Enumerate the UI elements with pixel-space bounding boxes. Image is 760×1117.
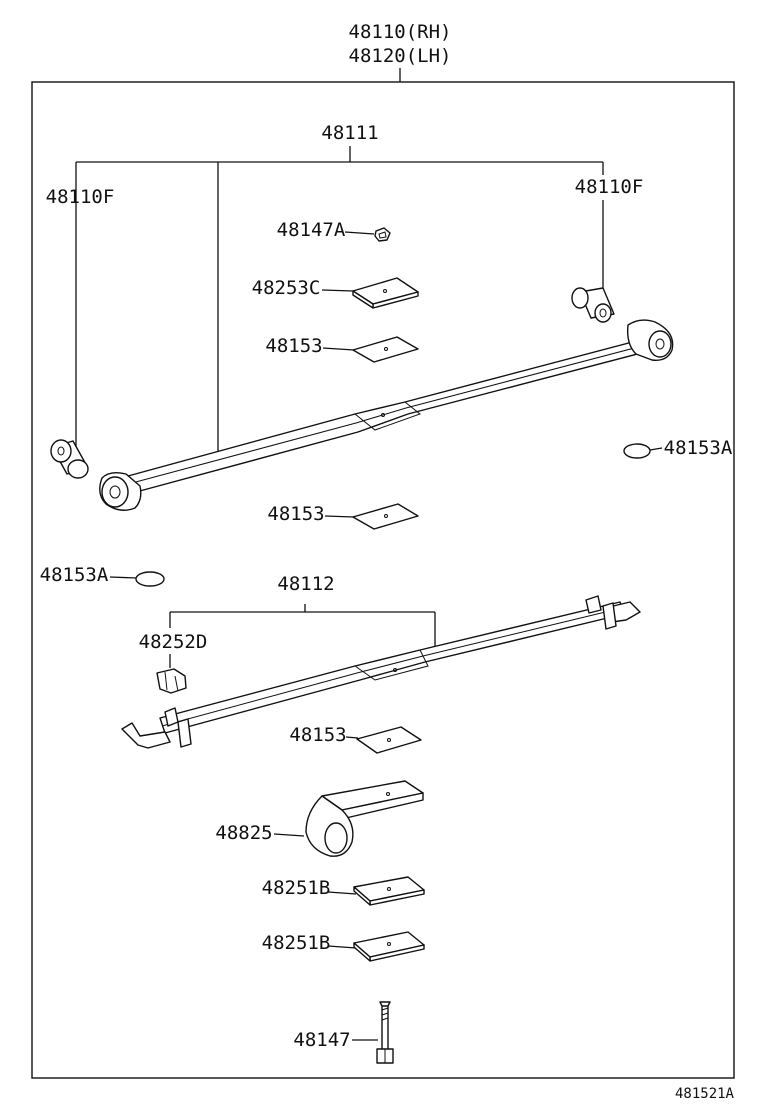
pad-48153-upper bbox=[352, 336, 419, 363]
plate-48251b-lower bbox=[353, 931, 425, 962]
leaf-spring-48112 bbox=[121, 595, 641, 749]
label-48112: 48112 bbox=[277, 573, 334, 595]
leader-48253c bbox=[321, 289, 354, 292]
leader-48153-lower bbox=[345, 736, 359, 739]
label-48251b-lower: 48251B bbox=[262, 932, 331, 954]
leader-48251b-upper bbox=[327, 891, 357, 895]
leader-48153-middle bbox=[324, 515, 355, 518]
label-48153-middle: 48153 bbox=[267, 503, 324, 525]
diagram-code: 481521A bbox=[675, 1086, 735, 1102]
leader-48111 bbox=[75, 146, 604, 452]
label-48153-lower: 48153 bbox=[289, 724, 346, 746]
bolt-48147 bbox=[376, 1001, 394, 1064]
label-48153-upper: 48153 bbox=[265, 335, 322, 357]
leader-48153a-left bbox=[109, 576, 138, 579]
leader-48825 bbox=[273, 833, 305, 837]
leader-48153a-right bbox=[649, 447, 663, 451]
assembly-frame bbox=[31, 81, 735, 1079]
label-48153a-right: 48153A bbox=[664, 437, 733, 459]
label-48147a: 48147A bbox=[277, 219, 346, 241]
label-48252d: 48252D bbox=[139, 631, 208, 653]
assembly-label-lh: 48120(LH) bbox=[349, 45, 452, 67]
label-48111: 48111 bbox=[321, 122, 378, 144]
washer-48153a-right bbox=[623, 443, 651, 459]
label-48110f-right: 48110F bbox=[575, 176, 644, 198]
nut-48147a bbox=[374, 227, 391, 242]
label-48147: 48147 bbox=[293, 1029, 350, 1051]
pad-48153-lower bbox=[356, 726, 422, 754]
plate-48251b-upper bbox=[353, 876, 425, 906]
leaf-spring-48111 bbox=[99, 319, 674, 511]
bushing-48110f-right bbox=[571, 287, 615, 323]
label-48153a-left: 48153A bbox=[40, 564, 109, 586]
label-48110f-left: 48110F bbox=[46, 186, 115, 208]
label-48825: 48825 bbox=[215, 822, 272, 844]
leader-48251b-lower bbox=[327, 945, 357, 949]
bracket-48825 bbox=[305, 780, 424, 857]
label-48253c: 48253C bbox=[252, 277, 321, 299]
leader-48153-upper bbox=[322, 347, 355, 351]
plate-48253c bbox=[352, 277, 419, 309]
washer-48153a-left bbox=[135, 571, 165, 587]
leader-48147a bbox=[344, 231, 375, 235]
bushing-48110f-left bbox=[50, 439, 89, 479]
pad-48153-middle bbox=[352, 503, 419, 530]
label-48251b-upper: 48251B bbox=[262, 877, 331, 899]
leader-48112 bbox=[169, 604, 436, 652]
clip-48252d bbox=[156, 668, 187, 694]
assembly-label-rh: 48110(RH) bbox=[349, 21, 452, 43]
